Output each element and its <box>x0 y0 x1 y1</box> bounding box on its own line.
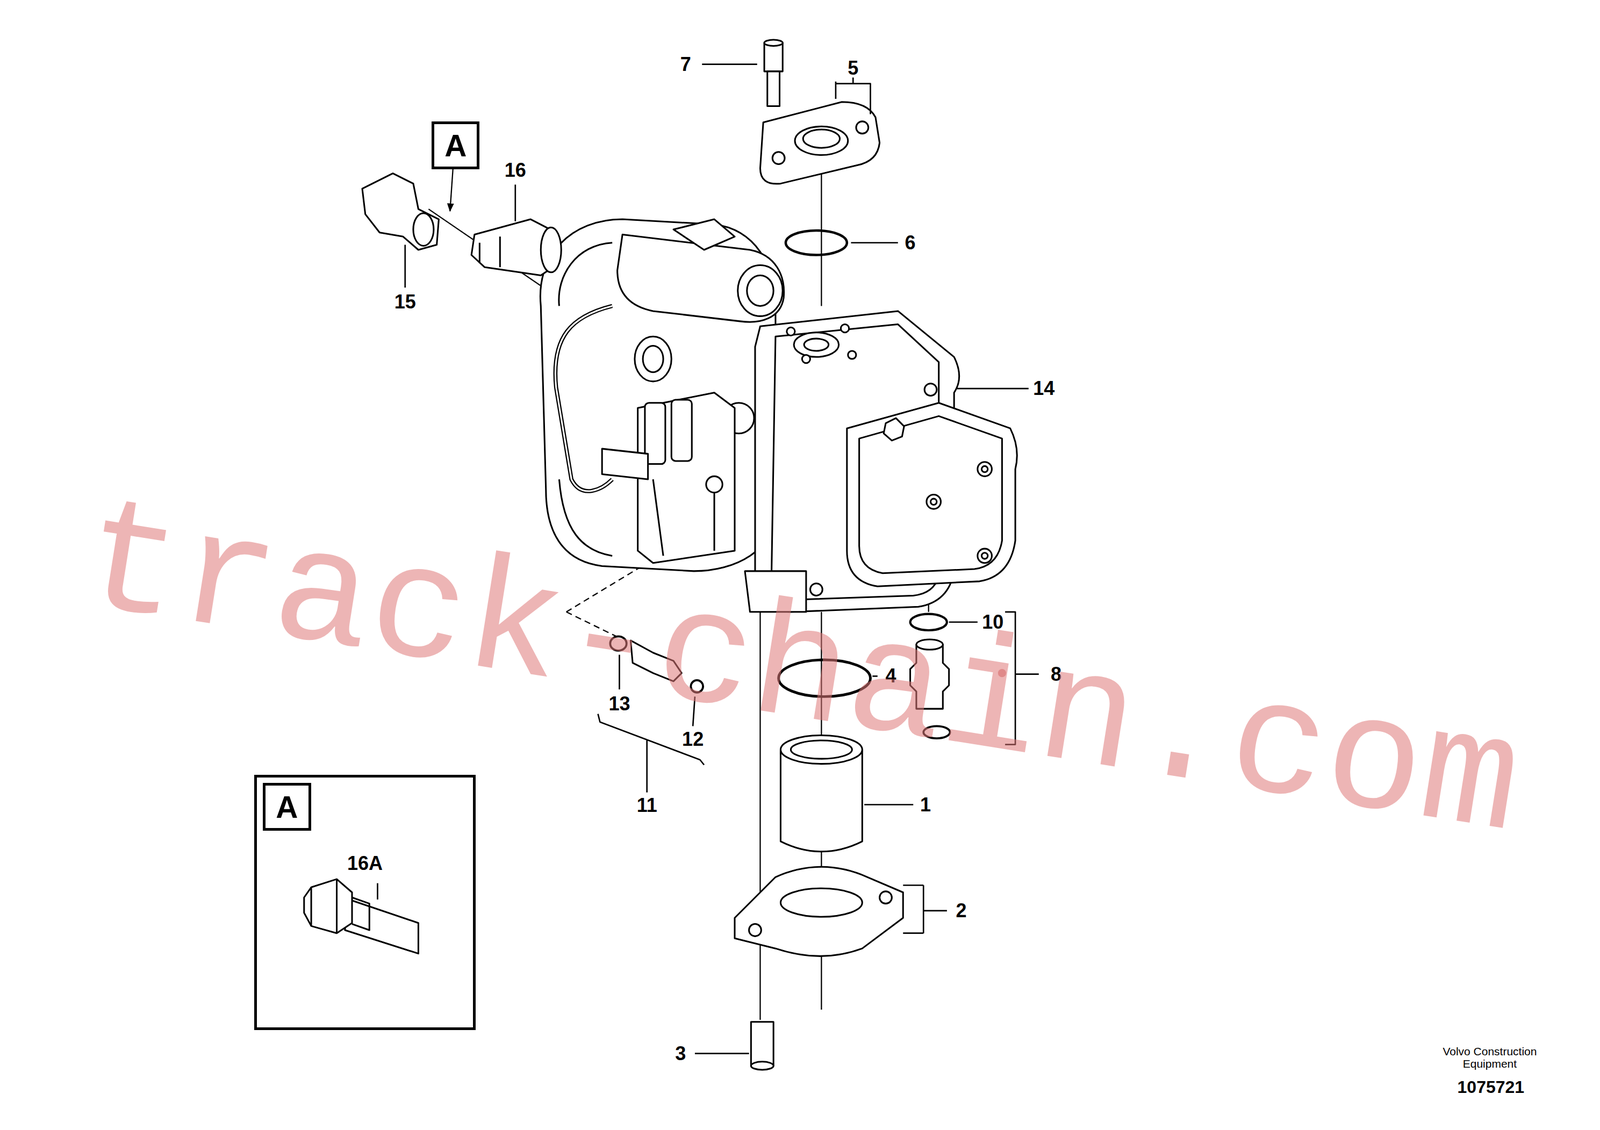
callout-number: 4 <box>885 664 896 688</box>
pump-body <box>540 219 1017 613</box>
callout-number: 6 <box>905 231 916 255</box>
maker-note: Volvo Construction Equipment <box>1436 1045 1544 1071</box>
inset-hose <box>304 879 419 954</box>
callout-number: 7 <box>680 53 692 76</box>
callout-number: 12 <box>682 728 704 751</box>
callout-number: 16A <box>347 852 383 875</box>
callout-number: 10 <box>981 611 1004 634</box>
figure-number: 1075721 <box>1457 1077 1525 1098</box>
view-marker-box: A <box>431 121 480 170</box>
callout-number: 11 <box>636 794 658 817</box>
callout-number: 8 <box>1050 663 1062 686</box>
callout-number: 5 <box>847 56 859 80</box>
callout-number: 14 <box>1032 377 1055 400</box>
callout-number: 2 <box>955 899 967 923</box>
view-marker-box: A <box>262 783 311 831</box>
callout-number: 1 <box>920 793 931 817</box>
callout-number: 16 <box>504 159 527 182</box>
view-letter: A <box>444 127 467 164</box>
flange-top <box>759 39 880 255</box>
view-letter: A <box>275 789 298 825</box>
lower-parts <box>362 173 951 1071</box>
callout-number: 3 <box>675 1042 686 1066</box>
detail-inset-frame: 16A A <box>254 775 476 1031</box>
callout-number: 15 <box>394 290 416 314</box>
leader-lines <box>377 64 1039 1054</box>
callout-number: 13 <box>608 692 630 716</box>
